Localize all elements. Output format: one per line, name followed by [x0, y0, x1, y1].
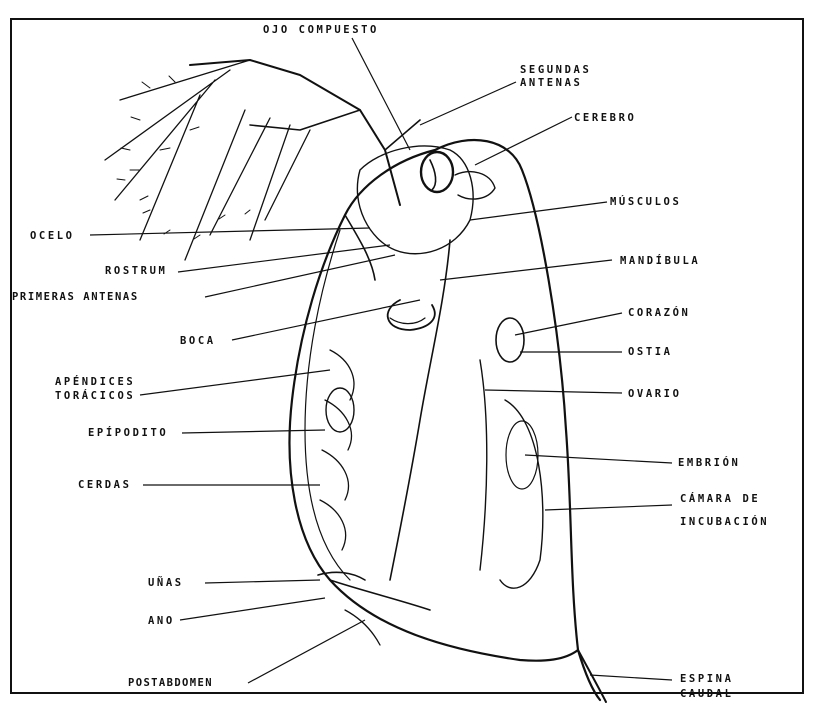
- label-apendices: APÉNDICES: [55, 376, 135, 388]
- label-ovario: OVARIO: [628, 388, 682, 400]
- label-musculos: MÚSCULOS: [610, 196, 681, 208]
- label-boca: BOCA: [180, 335, 216, 347]
- heart: [496, 318, 524, 362]
- label-antenas: ANTENAS: [520, 77, 582, 89]
- label-primeras-antenas: PRIMERAS ANTENAS: [12, 291, 139, 303]
- label-epipodito: EPÍPODITO: [88, 427, 168, 439]
- label-cerebro: CEREBRO: [574, 112, 636, 124]
- gut: [390, 240, 450, 580]
- label-ano: ANO: [148, 615, 175, 627]
- label-caudal: CAUDAL: [680, 688, 734, 700]
- label-mandibula: MANDÍBULA: [620, 255, 700, 267]
- label-segundas: SEGUNDAS: [520, 64, 591, 76]
- carapace-outline: [290, 140, 600, 700]
- label-rostrum: ROSTRUM: [105, 265, 167, 277]
- claws: [318, 572, 365, 580]
- second-antenna-stalk: [190, 60, 400, 205]
- mandible: [388, 300, 435, 330]
- brood-chamber: [500, 400, 543, 588]
- label-ocelo: OCELO: [30, 230, 75, 242]
- label-embrion: EMBRIÓN: [678, 457, 740, 469]
- body-inner-outline: [305, 230, 350, 580]
- label-incubacion: INCUBACIÓN: [680, 516, 769, 528]
- label-ojo-compuesto: OJO COMPUESTO: [263, 24, 379, 36]
- label-postabdomen: POSTABDOMEN: [128, 677, 213, 689]
- label-ostia: OSTIA: [628, 346, 673, 358]
- compound-eye: [421, 152, 453, 192]
- ovary: [480, 360, 487, 570]
- brain: [455, 172, 495, 199]
- label-espina: ESPINA: [680, 673, 734, 685]
- label-corazon: CORAZÓN: [628, 307, 690, 319]
- label-unas: UÑAS: [148, 577, 184, 589]
- thoracic-appendages: [320, 350, 354, 550]
- label-cerdas: CERDAS: [78, 479, 132, 491]
- label-toracicos: TORÁCICOS: [55, 390, 135, 402]
- head-outline: [357, 146, 473, 254]
- label-camara: CÁMARA DE: [680, 493, 760, 505]
